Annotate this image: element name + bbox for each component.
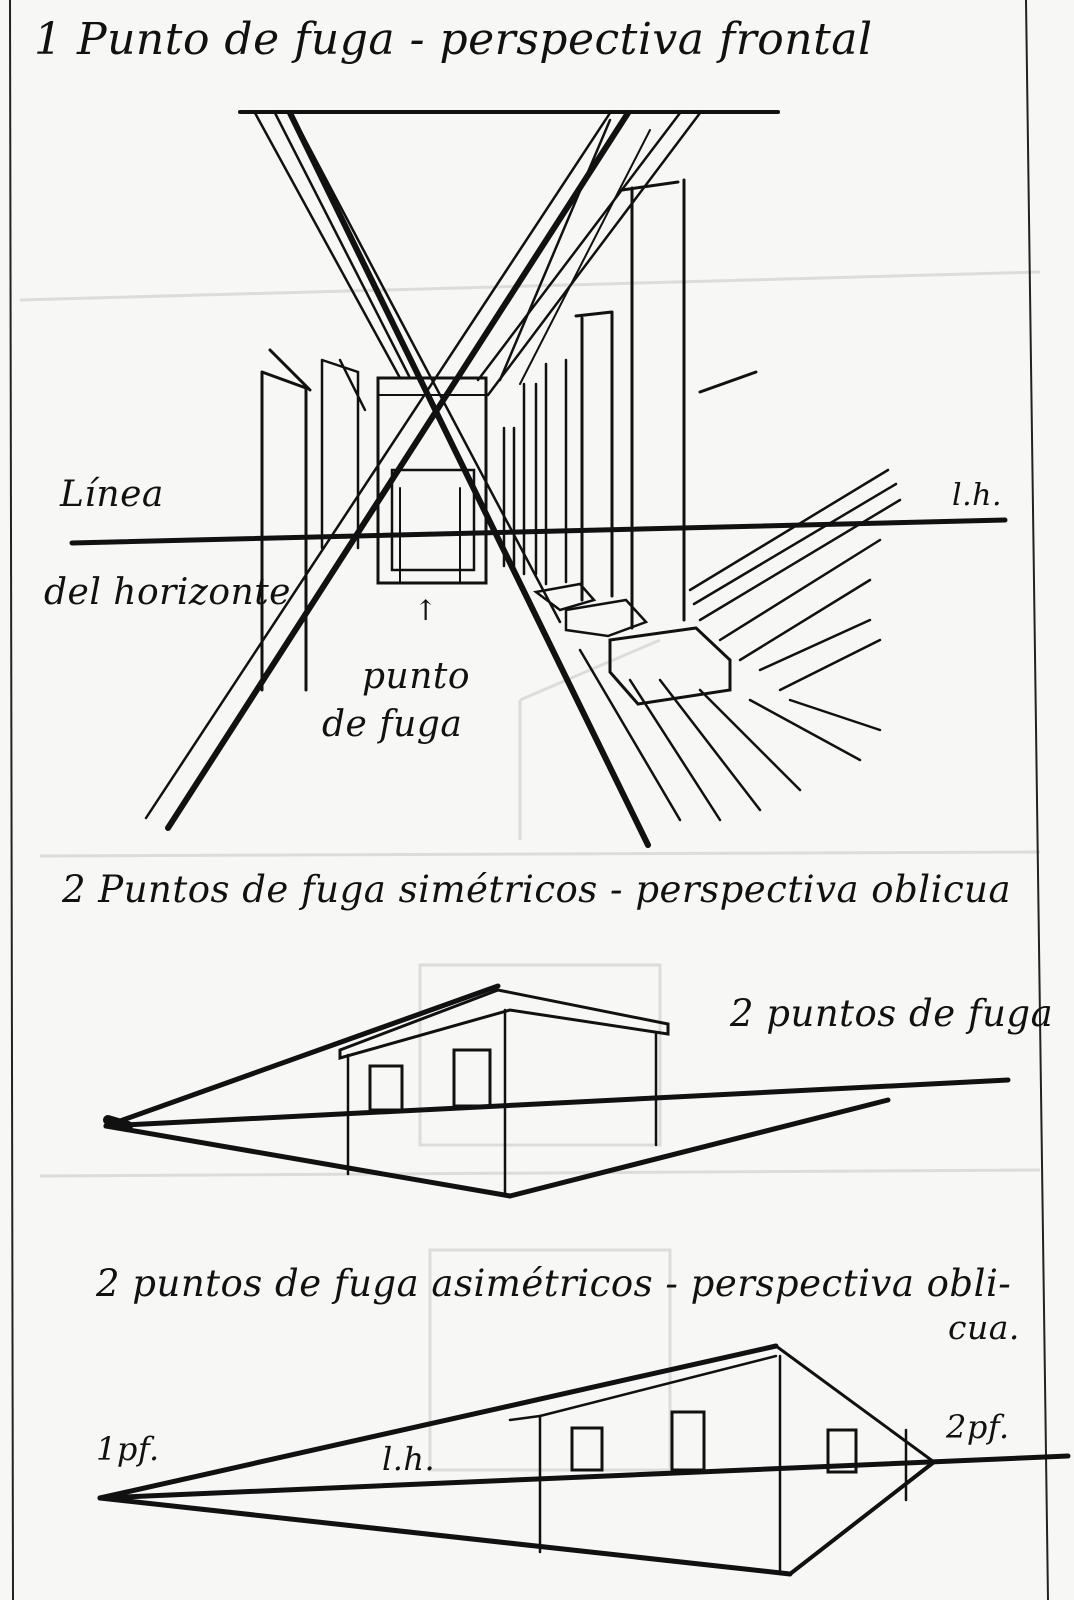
horizon-line-label-left-2: del horizonte bbox=[44, 572, 291, 613]
corridor-illustration bbox=[69, 110, 1008, 848]
vanishing-point-label-2: de fuga bbox=[322, 704, 463, 745]
house-symmetric-illustration bbox=[103, 983, 1011, 1199]
section-2-title: 2 Puntos de fuga simétricos - perspectiv… bbox=[62, 868, 1012, 911]
second-vanishing-point-label: 2pf. bbox=[946, 1408, 1010, 1446]
section-3-title-line-1: 2 puntos de fuga asimétricos - perspecti… bbox=[96, 1262, 1012, 1305]
horizon-line-label-left-1: Línea bbox=[60, 474, 164, 515]
section-1-title: 1 Punto de fuga - perspectiva frontal bbox=[34, 14, 873, 65]
house-asymmetric-illustration bbox=[97, 1343, 1071, 1577]
horizon-line-label-right: l.h. bbox=[952, 478, 1002, 513]
page-border-left bbox=[9, 0, 14, 1600]
page-border-right bbox=[1025, 0, 1049, 1600]
vanishing-point-arrow-icon: ↑ bbox=[414, 594, 438, 627]
horizon-line-label-section-3: l.h. bbox=[382, 1440, 436, 1478]
section-3-title-line-2: cua. bbox=[948, 1308, 1020, 1347]
first-vanishing-point-label: 1pf. bbox=[96, 1430, 160, 1468]
two-vanishing-points-label: 2 puntos de fuga bbox=[730, 992, 1054, 1035]
vanishing-point-label-1: punto bbox=[362, 656, 471, 697]
